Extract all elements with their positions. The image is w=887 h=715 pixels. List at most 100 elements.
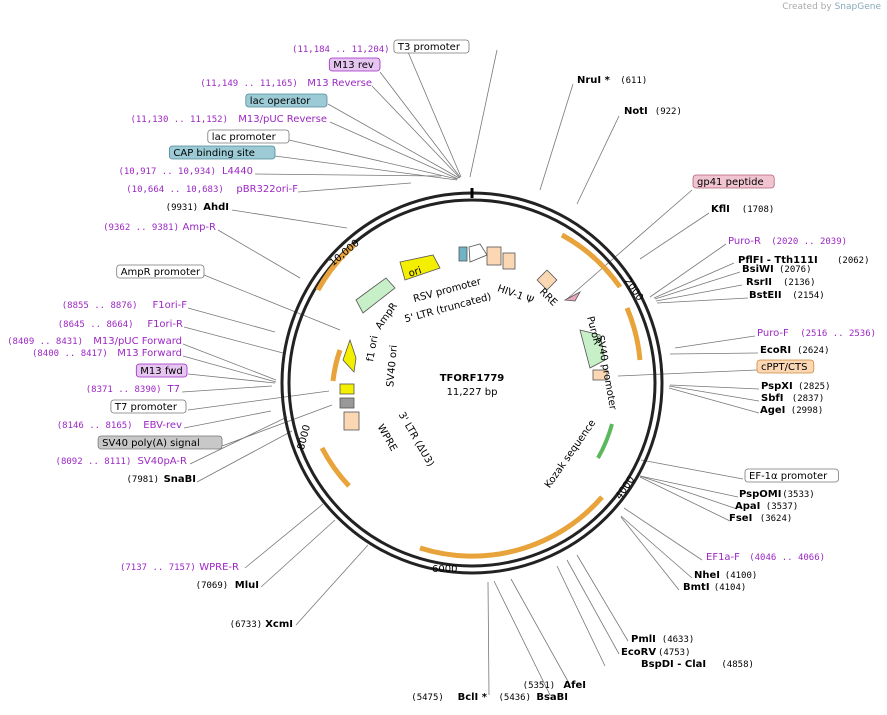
- label-lac-operator: lac operator: [245, 93, 328, 108]
- label-position: (3624): [760, 514, 793, 524]
- tick-label-8000: 8000: [296, 424, 313, 451]
- label-amp-r: Amp-R(9362 .. 9381): [103, 222, 216, 233]
- label-name: EBV-rev: [143, 420, 182, 431]
- label-fsei: FseI (3624): [729, 513, 792, 524]
- label-name: F1ori-R: [147, 319, 183, 330]
- label-snabi: SnaBI(7981): [126, 474, 196, 485]
- label-position: (4104): [714, 583, 747, 593]
- label-gp41-peptide: gp41 peptide: [692, 174, 775, 189]
- label-name: KflI: [711, 204, 730, 215]
- label-name: SbfI: [761, 393, 783, 404]
- label-position: (8855 .. 8876): [62, 301, 138, 311]
- label-bmti: BmtI (4104): [683, 582, 746, 593]
- tick-label-6000: 6000: [432, 564, 457, 575]
- label-puro-f: Puro-F(2516 .. 2536): [757, 328, 876, 339]
- label-name: F1ori-F: [153, 300, 188, 311]
- label-name: BsaBI: [536, 692, 568, 703]
- label-position: (10,664 .. 10,683): [126, 185, 224, 195]
- label-name: Amp-R: [183, 222, 217, 233]
- label-pbr322ori-f: pBR322ori-F(10,664 .. 10,683): [126, 184, 298, 195]
- label-position: (4046 .. 4066): [749, 553, 825, 563]
- label-name: BspDI - ClaI: [641, 659, 706, 670]
- label-t3: T3(11,184 .. 11,204): [292, 44, 408, 55]
- label-position: (2998): [791, 406, 824, 416]
- label-bsabi: BsaBI(5436): [498, 692, 568, 703]
- label-text: cPPT/CTS: [761, 362, 807, 373]
- label-ahdi: AhdI(9931): [166, 202, 229, 213]
- label-ecorv: EcoRV(4753): [621, 647, 691, 658]
- label-text: lac promoter: [212, 132, 277, 143]
- label-t7-promoter: T7 promoter: [110, 399, 187, 414]
- label-position: (11,149 .. 11,165): [200, 79, 298, 89]
- label-rsrii: RsrII(2136): [746, 277, 816, 288]
- label-name: FseI: [729, 513, 752, 524]
- label-position: (922): [655, 107, 682, 117]
- label-position: (4858): [721, 660, 754, 670]
- label-name: PflFI - Tth111I: [738, 255, 818, 266]
- snapgene-credit: Created by SnapGene: [782, 2, 881, 12]
- label-m13-fwd: M13 fwd: [135, 363, 188, 378]
- credit-brand: SnapGene: [834, 2, 881, 12]
- label-name: BsiWI: [742, 264, 774, 275]
- label-text: M13 fwd: [140, 366, 182, 377]
- label-position: (8400 .. 8417): [32, 349, 108, 359]
- label-ef1a-f: EF1a-F(4046 .. 4066): [706, 552, 825, 563]
- label-ef-1-promoter: EF-1α promoter: [744, 468, 839, 483]
- label-text: CAP binding site: [173, 148, 255, 159]
- label-apai: ApaI (3537): [735, 501, 798, 512]
- label-name: T7: [167, 384, 180, 395]
- label-m13-reverse: M13 Reverse (11,149 .. 11,165): [200, 78, 372, 89]
- label-position: (10,917 .. 10,934): [118, 167, 216, 177]
- feature-f1-ori: f1 ori: [365, 335, 380, 363]
- label-position: (3537): [766, 502, 799, 512]
- label-sbfi: SbfI(2837): [761, 393, 824, 404]
- label-position: (5475): [411, 693, 444, 703]
- label-pspxi: PspXI(2825): [761, 381, 831, 392]
- label-text: lac operator: [250, 96, 311, 107]
- label-ebv-rev: EBV-rev(8146 .. 8165): [57, 420, 182, 431]
- label-cap-binding-site: CAP binding site: [168, 145, 276, 160]
- label-ampr-promoter: AmpR promoter: [116, 264, 205, 279]
- plasmid-size: 11,227 bp: [447, 387, 498, 398]
- label-mlui: MluI(7069): [196, 580, 259, 591]
- label-name: BmtI: [683, 582, 710, 593]
- label-name: PspOMI: [739, 489, 781, 500]
- label-m13-rev: M13 rev: [328, 57, 381, 72]
- label-l4440: L4440 (10,917 .. 10,934): [118, 166, 253, 177]
- label-position: (6733): [230, 620, 263, 630]
- label-nhei: NheI(4100): [694, 570, 757, 581]
- label-name: Puro-R: [728, 236, 761, 247]
- label-position: (2076): [779, 265, 812, 275]
- label-position: (2020 .. 2039): [771, 237, 847, 247]
- label-name: MluI: [235, 580, 259, 591]
- ring-features: [315, 232, 643, 559]
- label-name: M13 Forward: [117, 348, 182, 359]
- label-name: M13 Reverse: [307, 78, 372, 89]
- label-name: M13/pUC Forward: [93, 336, 182, 347]
- label-position: (2825): [798, 382, 831, 392]
- label-name: Puro-F: [757, 328, 789, 339]
- label-position: (611): [620, 76, 647, 86]
- label-name: EcoRI: [760, 345, 791, 356]
- kozak-arc: [596, 423, 614, 459]
- label-bspdi-clai: BspDI - ClaI (4858): [641, 659, 754, 670]
- label-name: AfeI: [563, 680, 586, 691]
- label-position: (11,130 .. 11,152): [130, 115, 228, 125]
- inner-feature-shapes: [339, 243, 608, 431]
- label-bsiwi: BsiWI (2076): [742, 264, 812, 275]
- label-t3-promoter: T3 promoter: [393, 39, 470, 54]
- label-position: (8371 .. 8390): [86, 385, 162, 395]
- label-xcmi: XcmI(6733): [230, 619, 293, 630]
- label-position: (3533): [782, 490, 815, 500]
- label-name: ApaI: [735, 501, 760, 512]
- label-name: L4440: [222, 166, 253, 177]
- label-sv40-poly-a-signal: SV40 poly(A) signal: [97, 435, 223, 450]
- label-m13-puc-reverse: M13/pUC Reverse(11,130 .. 11,152): [130, 114, 327, 125]
- label-name: SV40pA-R: [138, 456, 187, 467]
- feature-kozak: Kozak sequence: [543, 418, 598, 490]
- label-bcli: BclI *(5475): [411, 692, 487, 703]
- label-name: NotI: [624, 106, 648, 117]
- label-position: (2136): [783, 278, 816, 288]
- feature-sv40-ori: SV40 ori: [385, 345, 400, 388]
